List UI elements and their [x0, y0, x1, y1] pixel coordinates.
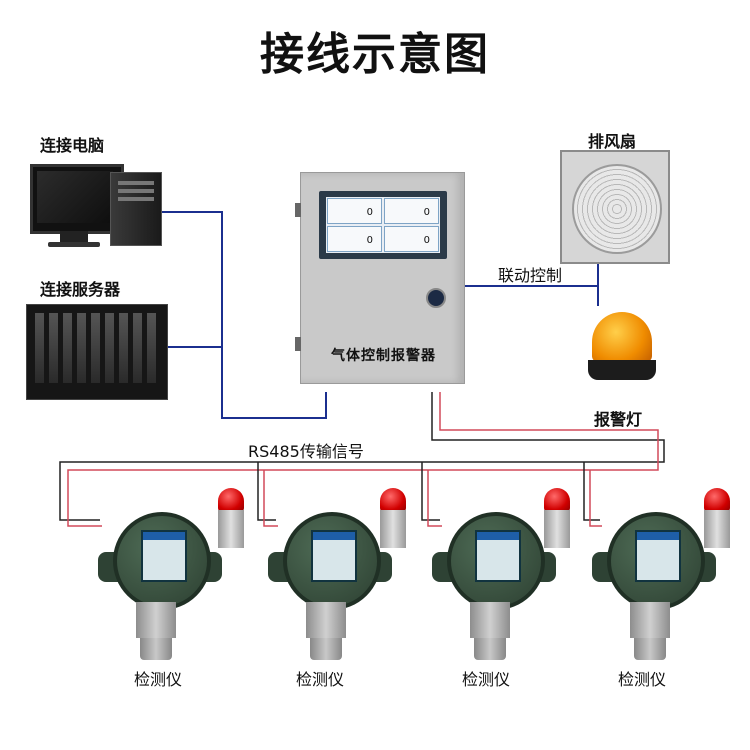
monitor-icon	[30, 164, 124, 234]
wire-computer	[160, 211, 327, 419]
wire-drop-2-black	[257, 462, 276, 521]
wire-drop-2-red	[263, 470, 278, 527]
alarm-light-icon	[704, 488, 730, 512]
server-blade	[35, 313, 44, 383]
cabinet-label: 气体控制报警器	[331, 348, 436, 364]
server-rack-icon	[26, 304, 168, 400]
server-blade	[119, 313, 128, 383]
server-blade	[77, 313, 86, 383]
display-header	[477, 532, 519, 540]
wire-drop-4-black	[583, 462, 600, 521]
controller-screen: 0 0 0 0	[326, 197, 440, 253]
detector-label: 检测仪	[134, 670, 183, 689]
detector-sensor	[634, 638, 666, 660]
exhaust-fan-icon	[560, 150, 670, 264]
gas-detector	[268, 512, 408, 662]
controller-screen-frame: 0 0 0 0	[319, 191, 447, 259]
detector-label: 检测仪	[296, 670, 345, 689]
alarm-light-post	[380, 510, 406, 548]
hinge	[295, 337, 301, 351]
wire-bus-red	[67, 392, 659, 527]
gas-detector	[592, 512, 732, 662]
server-blade	[49, 313, 58, 383]
drive-slot	[118, 189, 154, 193]
detector-label: 检测仪	[462, 670, 511, 689]
fan-grille	[572, 164, 662, 254]
warning-light-icon	[592, 312, 652, 362]
gas-controller-cabinet: 0 0 0 0 气体控制报警器	[295, 172, 465, 384]
key-lock-icon	[426, 288, 446, 308]
alarm-light-post	[704, 510, 730, 548]
detector-label: 检测仪	[618, 670, 667, 689]
diagram-title: 接线示意图	[260, 29, 490, 80]
monitor-base	[48, 242, 100, 247]
detector-neck	[630, 602, 670, 638]
detector-display	[311, 530, 357, 582]
alarm-light-icon	[544, 488, 570, 512]
detector-body	[607, 512, 705, 610]
alarm-light-post	[544, 510, 570, 548]
wire-drop-3-black	[421, 462, 440, 521]
pc-tower-icon	[110, 172, 162, 246]
detector-display	[635, 530, 681, 582]
detector-sensor	[310, 638, 342, 660]
hinge	[295, 203, 301, 217]
detector-body	[283, 512, 381, 610]
alarm-light-post	[218, 510, 244, 548]
linkage-label: 联动控制	[498, 266, 563, 285]
screen-cell: 0	[384, 226, 439, 252]
warning-light-base	[588, 360, 656, 380]
server-blade	[105, 313, 114, 383]
beacon-label: 报警灯	[594, 410, 643, 429]
detector-display	[141, 530, 187, 582]
gas-detector	[432, 512, 572, 662]
alarm-light-icon	[380, 488, 406, 512]
server-blade	[133, 313, 142, 383]
detector-sensor	[140, 638, 172, 660]
server-blade	[63, 313, 72, 383]
gas-detector	[98, 512, 238, 662]
monitor-screen	[37, 171, 113, 223]
server-blade	[147, 313, 156, 383]
alarm-light-icon	[218, 488, 244, 512]
bus-label: RS485传输信号	[248, 442, 364, 461]
monitor-stand	[60, 231, 88, 243]
fan-label: 排风扇	[588, 132, 637, 151]
drive-slot	[118, 197, 154, 201]
detector-neck	[470, 602, 510, 638]
detector-display	[475, 530, 521, 582]
screen-cell: 0	[327, 226, 382, 252]
wire-bus-black	[59, 392, 665, 521]
detector-neck	[136, 602, 176, 638]
detector-sensor	[474, 638, 506, 660]
display-header	[313, 532, 355, 540]
screen-cell: 0	[327, 198, 382, 224]
drive-slot	[118, 181, 154, 185]
wire-drop-4-red	[589, 470, 602, 527]
screen-cell: 0	[384, 198, 439, 224]
server-blade	[91, 313, 100, 383]
detector-neck	[306, 602, 346, 638]
wire-drop-3-red	[427, 470, 442, 527]
detector-body	[447, 512, 545, 610]
display-header	[637, 532, 679, 540]
display-header	[143, 532, 185, 540]
detector-body	[113, 512, 211, 610]
server-label: 连接服务器	[40, 280, 121, 299]
computer-label: 连接电脑	[40, 136, 105, 155]
